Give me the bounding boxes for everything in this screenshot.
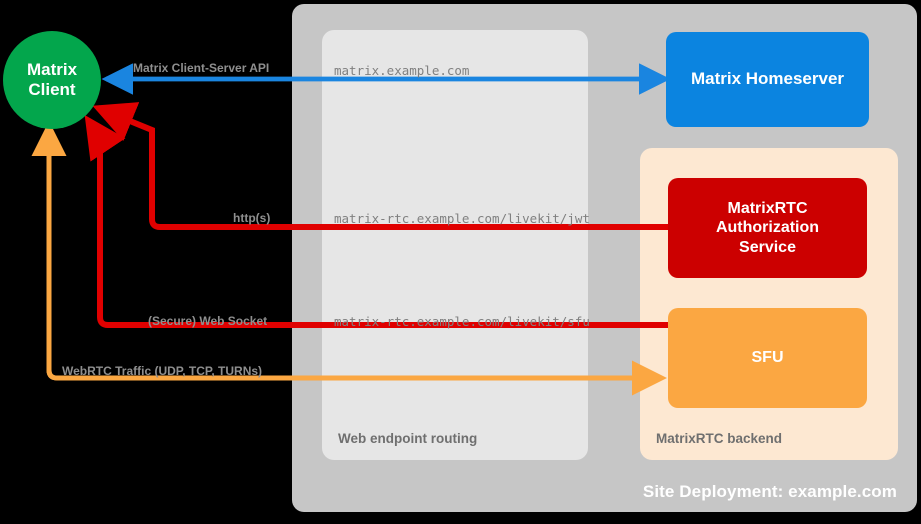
- matrixrtc-authorization-service-node[interactable]: MatrixRTC Authorization Service: [668, 178, 867, 278]
- site-deployment-label: Site Deployment: example.com: [642, 482, 897, 501]
- matrix-client-node[interactable]: Matrix Client: [3, 31, 101, 129]
- flow-label-webrtc-traffic: WebRTC Traffic (UDP, TCP, TURNs): [62, 364, 263, 378]
- endpoint-livekit-sfu: matrix-rtc.example.com/livekit/sfu: [334, 314, 590, 329]
- flow-label-matrix-client-server-api: Matrix Client-Server API: [133, 61, 270, 75]
- web-endpoint-routing-container: Web endpoint routing: [322, 30, 588, 460]
- flow-https: [92, 102, 668, 230]
- endpoint-livekit-jwt: matrix-rtc.example.com/livekit/jwt: [334, 211, 590, 226]
- flow-secure-websocket: [84, 115, 668, 328]
- matrix-client-label: Matrix Client: [27, 60, 77, 101]
- matrixrtc-authorization-service-label: MatrixRTC Authorization Service: [716, 199, 819, 258]
- matrixrtc-backend-label: MatrixRTC backend: [656, 431, 783, 446]
- matrix-client-label-line-2: Client: [28, 80, 76, 99]
- matrix-homeserver-label: Matrix Homeserver: [690, 69, 845, 89]
- flow-label-https: http(s): [233, 211, 271, 225]
- matrix-client-label-line-1: Matrix: [26, 59, 78, 79]
- web-endpoint-routing-label: Web endpoint routing: [338, 431, 478, 446]
- auth-label-line-3: Service: [739, 238, 796, 256]
- sfu-node[interactable]: SFU: [668, 308, 867, 408]
- flow-label-secure-websocket: (Secure) Web Socket: [148, 314, 268, 328]
- flow-webrtc-traffic: [31, 121, 667, 396]
- endpoint-matrix-example-com: matrix.example.com: [334, 63, 470, 78]
- auth-label-line-2: Authorization: [715, 219, 820, 237]
- sfu-label: SFU: [751, 349, 784, 367]
- matrix-homeserver-node[interactable]: Matrix Homeserver: [666, 32, 869, 127]
- auth-label-line-1: MatrixRTC: [727, 199, 808, 217]
